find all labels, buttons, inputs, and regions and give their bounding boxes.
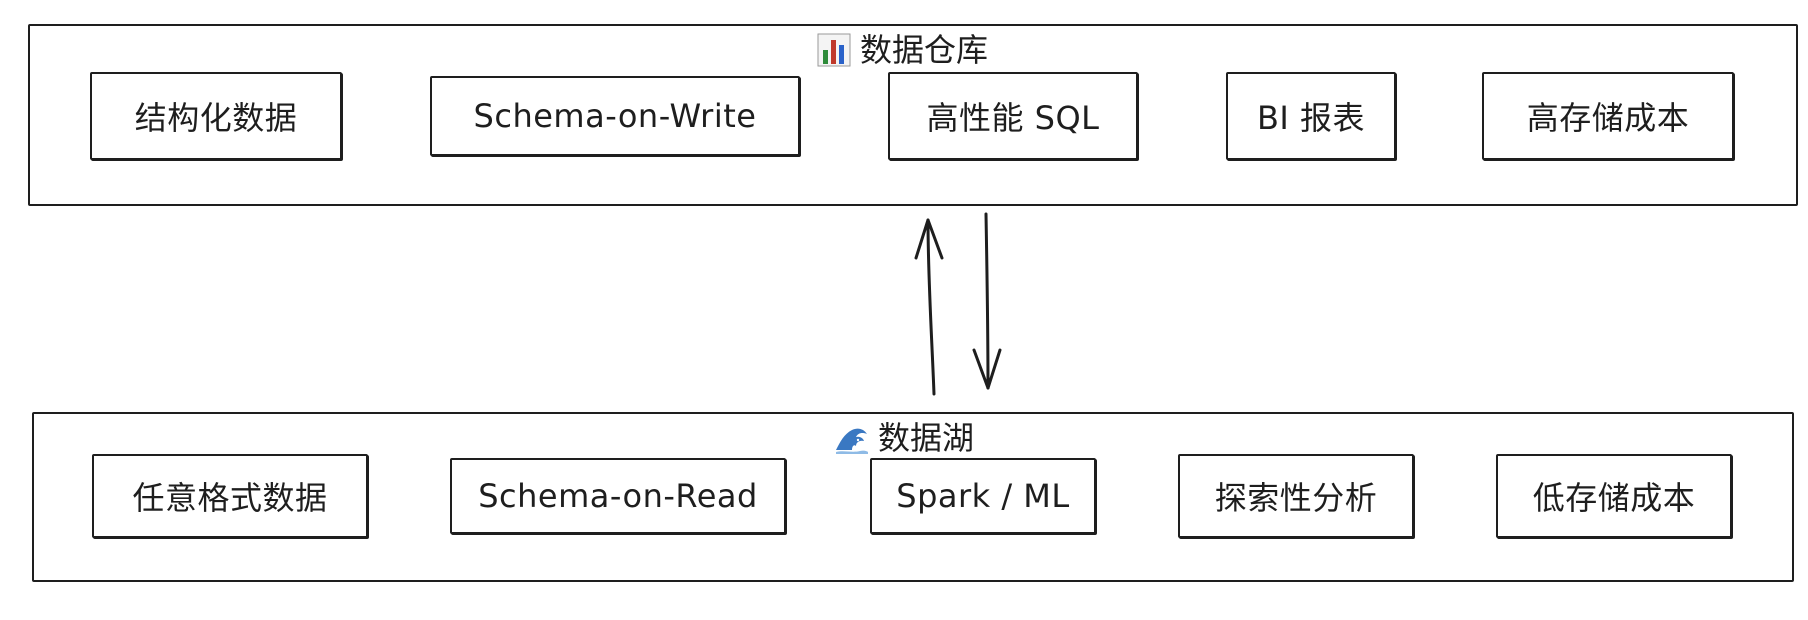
data-warehouse-title: 数据仓库 xyxy=(816,32,988,68)
data-warehouse-group xyxy=(28,24,1798,206)
warehouse-item-bi-reports: BI 报表 xyxy=(1226,72,1396,160)
arrow-up-lake-to-warehouse xyxy=(926,218,936,396)
warehouse-item-schema-on-write: Schema-on-Write xyxy=(430,76,800,156)
lake-item-schema-on-read: Schema-on-Read xyxy=(450,458,786,534)
data-lake-title-text: 数据湖 xyxy=(878,419,975,457)
warehouse-item-high-perf-sql: 高性能 SQL xyxy=(888,72,1138,160)
arrow-down-head xyxy=(972,348,1002,390)
data-warehouse-title-text: 数据仓库 xyxy=(860,31,989,69)
lake-item-spark-ml: Spark / ML xyxy=(870,458,1096,534)
lake-item-low-storage-cost: 低存储成本 xyxy=(1496,454,1732,538)
lake-item-any-format-data: 任意格式数据 xyxy=(92,454,368,538)
data-lake-title: 数据湖 xyxy=(834,420,974,456)
arrow-up-head xyxy=(914,218,944,260)
lake-item-exploratory-analysis: 探索性分析 xyxy=(1178,454,1414,538)
warehouse-item-structured-data: 结构化数据 xyxy=(90,72,342,160)
bar-chart-icon xyxy=(817,33,851,67)
data-lake-group xyxy=(32,412,1794,582)
wave-icon xyxy=(836,428,868,454)
arrow-down-warehouse-to-lake xyxy=(984,212,990,390)
warehouse-item-high-storage-cost: 高存储成本 xyxy=(1482,72,1734,160)
